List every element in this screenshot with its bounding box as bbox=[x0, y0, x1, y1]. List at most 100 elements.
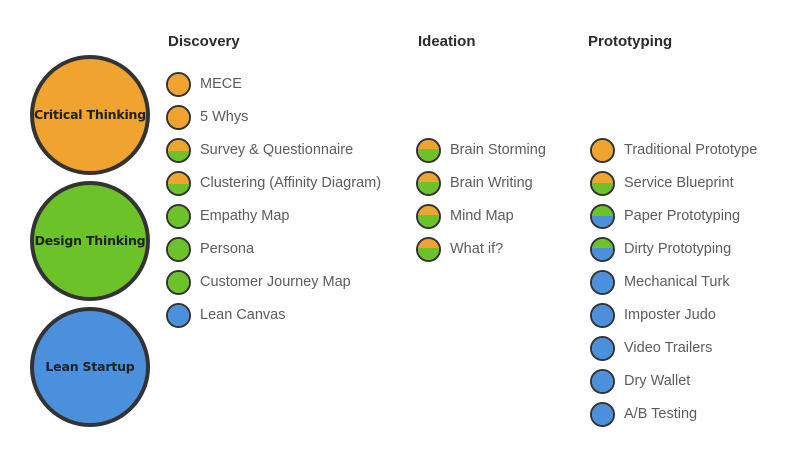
bullet-top-half bbox=[168, 140, 189, 151]
list-item-label: Video Trailers bbox=[624, 340, 713, 357]
list-item-label: Mechanical Turk bbox=[624, 274, 730, 291]
list-item[interactable]: Clustering (Affinity Diagram) bbox=[166, 167, 381, 200]
method-bullet-icon bbox=[590, 171, 615, 196]
method-bullet-icon bbox=[166, 72, 191, 97]
list-item[interactable]: Customer Journey Map bbox=[166, 266, 381, 299]
list-item[interactable]: Dirty Prototyping bbox=[590, 233, 757, 266]
list-item[interactable]: Imposter Judo bbox=[590, 299, 757, 332]
list-item-label: What if? bbox=[450, 241, 504, 258]
method-bullet-icon bbox=[166, 270, 191, 295]
method-bullet-icon bbox=[166, 105, 191, 130]
method-bullet-icon bbox=[590, 237, 615, 262]
list-item[interactable]: Video Trailers bbox=[590, 332, 757, 365]
method-bullet-icon bbox=[166, 303, 191, 328]
bullet-top-half bbox=[168, 74, 189, 95]
bullet-bottom-half bbox=[592, 183, 613, 194]
bullet-top-half bbox=[592, 173, 613, 184]
bullet-bottom-half bbox=[418, 149, 439, 161]
list-item[interactable]: A/B Testing bbox=[590, 398, 757, 431]
method-bullet-icon bbox=[590, 204, 615, 229]
list-item[interactable]: What if? bbox=[416, 233, 546, 266]
list-item[interactable]: Mechanical Turk bbox=[590, 266, 757, 299]
method-bullet-icon bbox=[166, 171, 191, 196]
bullet-top-half bbox=[592, 305, 613, 326]
method-bullet-icon bbox=[590, 138, 615, 163]
list-item[interactable]: Service Blueprint bbox=[590, 167, 757, 200]
method-bullet-icon bbox=[166, 204, 191, 229]
column-header-prototyping: Prototyping bbox=[588, 33, 673, 50]
list-item[interactable]: Lean Canvas bbox=[166, 299, 381, 332]
list-item[interactable]: Empathy Map bbox=[166, 200, 381, 233]
bullet-top-half bbox=[168, 239, 189, 260]
method-bullet-icon bbox=[590, 303, 615, 328]
bullet-bottom-half bbox=[418, 182, 439, 194]
list-item-label: Dirty Prototyping bbox=[624, 241, 732, 258]
list-item-label: Customer Journey Map bbox=[200, 274, 351, 291]
list-item[interactable]: Paper Prototyping bbox=[590, 200, 757, 233]
method-bullet-icon bbox=[590, 402, 615, 427]
list-item-label: Clustering (Affinity Diagram) bbox=[200, 175, 382, 192]
column-header-discovery: Discovery bbox=[168, 33, 240, 50]
category-label: Critical Thinking bbox=[33, 107, 147, 123]
list-item-label: Mind Map bbox=[450, 208, 514, 225]
list-item-label: Paper Prototyping bbox=[624, 208, 741, 225]
category-circle-lean-startup[interactable]: Lean Startup bbox=[30, 307, 150, 427]
list-item-label: Survey & Questionnaire bbox=[200, 142, 354, 159]
list-item-label: MECE bbox=[200, 76, 242, 93]
category-circle-critical-thinking[interactable]: Critical Thinking bbox=[30, 55, 150, 175]
list-item-label: Traditional Prototype bbox=[624, 142, 758, 159]
method-bullet-icon bbox=[590, 369, 615, 394]
list-item-label: Brain Storming bbox=[450, 142, 546, 159]
bullet-top-half bbox=[592, 338, 613, 359]
method-bullet-icon bbox=[416, 204, 441, 229]
list-item[interactable]: 5 Whys bbox=[166, 101, 381, 134]
bullet-top-half bbox=[418, 173, 439, 183]
bullet-bottom-half bbox=[168, 150, 189, 161]
category-label: Lean Startup bbox=[45, 359, 135, 375]
bullet-top-half bbox=[418, 206, 439, 216]
list-item-label: Brain Writing bbox=[450, 175, 533, 192]
list-item[interactable]: Persona bbox=[166, 233, 381, 266]
bullet-top-half bbox=[592, 404, 613, 425]
list-item-label: 5 Whys bbox=[200, 109, 249, 126]
list-item[interactable]: Dry Wallet bbox=[590, 365, 757, 398]
bullet-top-half bbox=[592, 140, 613, 161]
list-item[interactable]: Survey & Questionnaire bbox=[166, 134, 381, 167]
list-item-label: Dry Wallet bbox=[624, 373, 691, 390]
method-bullet-icon bbox=[416, 237, 441, 262]
method-bullet-icon bbox=[590, 336, 615, 361]
list-item-label: Imposter Judo bbox=[624, 307, 716, 324]
bullet-bottom-half bbox=[418, 248, 439, 260]
list-item-label: Lean Canvas bbox=[200, 307, 286, 324]
bullet-top-half bbox=[168, 272, 189, 293]
bullet-top-half bbox=[168, 107, 189, 128]
method-bullet-icon bbox=[590, 270, 615, 295]
category-label: Design Thinking bbox=[34, 233, 146, 249]
list-item-label: Persona bbox=[200, 241, 255, 258]
list-item[interactable]: Mind Map bbox=[416, 200, 546, 233]
bullet-top-half bbox=[418, 239, 439, 249]
bullet-top-half bbox=[592, 239, 613, 248]
list-item-label: Empathy Map bbox=[200, 208, 290, 225]
category-circle-design-thinking[interactable]: Design Thinking bbox=[30, 181, 150, 301]
bullet-bottom-half bbox=[418, 215, 439, 227]
bullet-top-half bbox=[418, 140, 439, 150]
bullet-top-half bbox=[168, 206, 189, 227]
bullet-top-half bbox=[168, 173, 189, 184]
method-bullet-icon bbox=[416, 138, 441, 163]
list-item[interactable]: Brain Writing bbox=[416, 167, 546, 200]
bullet-bottom-half bbox=[592, 216, 613, 227]
column-header-ideation: Ideation bbox=[418, 33, 476, 50]
list-item-label: A/B Testing bbox=[624, 406, 698, 423]
method-bullet-icon bbox=[416, 171, 441, 196]
bullet-top-half bbox=[592, 371, 613, 392]
list-item-label: Service Blueprint bbox=[624, 175, 734, 192]
bullet-top-half bbox=[592, 206, 613, 217]
list-item[interactable]: Brain Storming bbox=[416, 134, 546, 167]
list-item[interactable]: Traditional Prototype bbox=[590, 134, 757, 167]
list-item[interactable]: MECE bbox=[166, 68, 381, 101]
